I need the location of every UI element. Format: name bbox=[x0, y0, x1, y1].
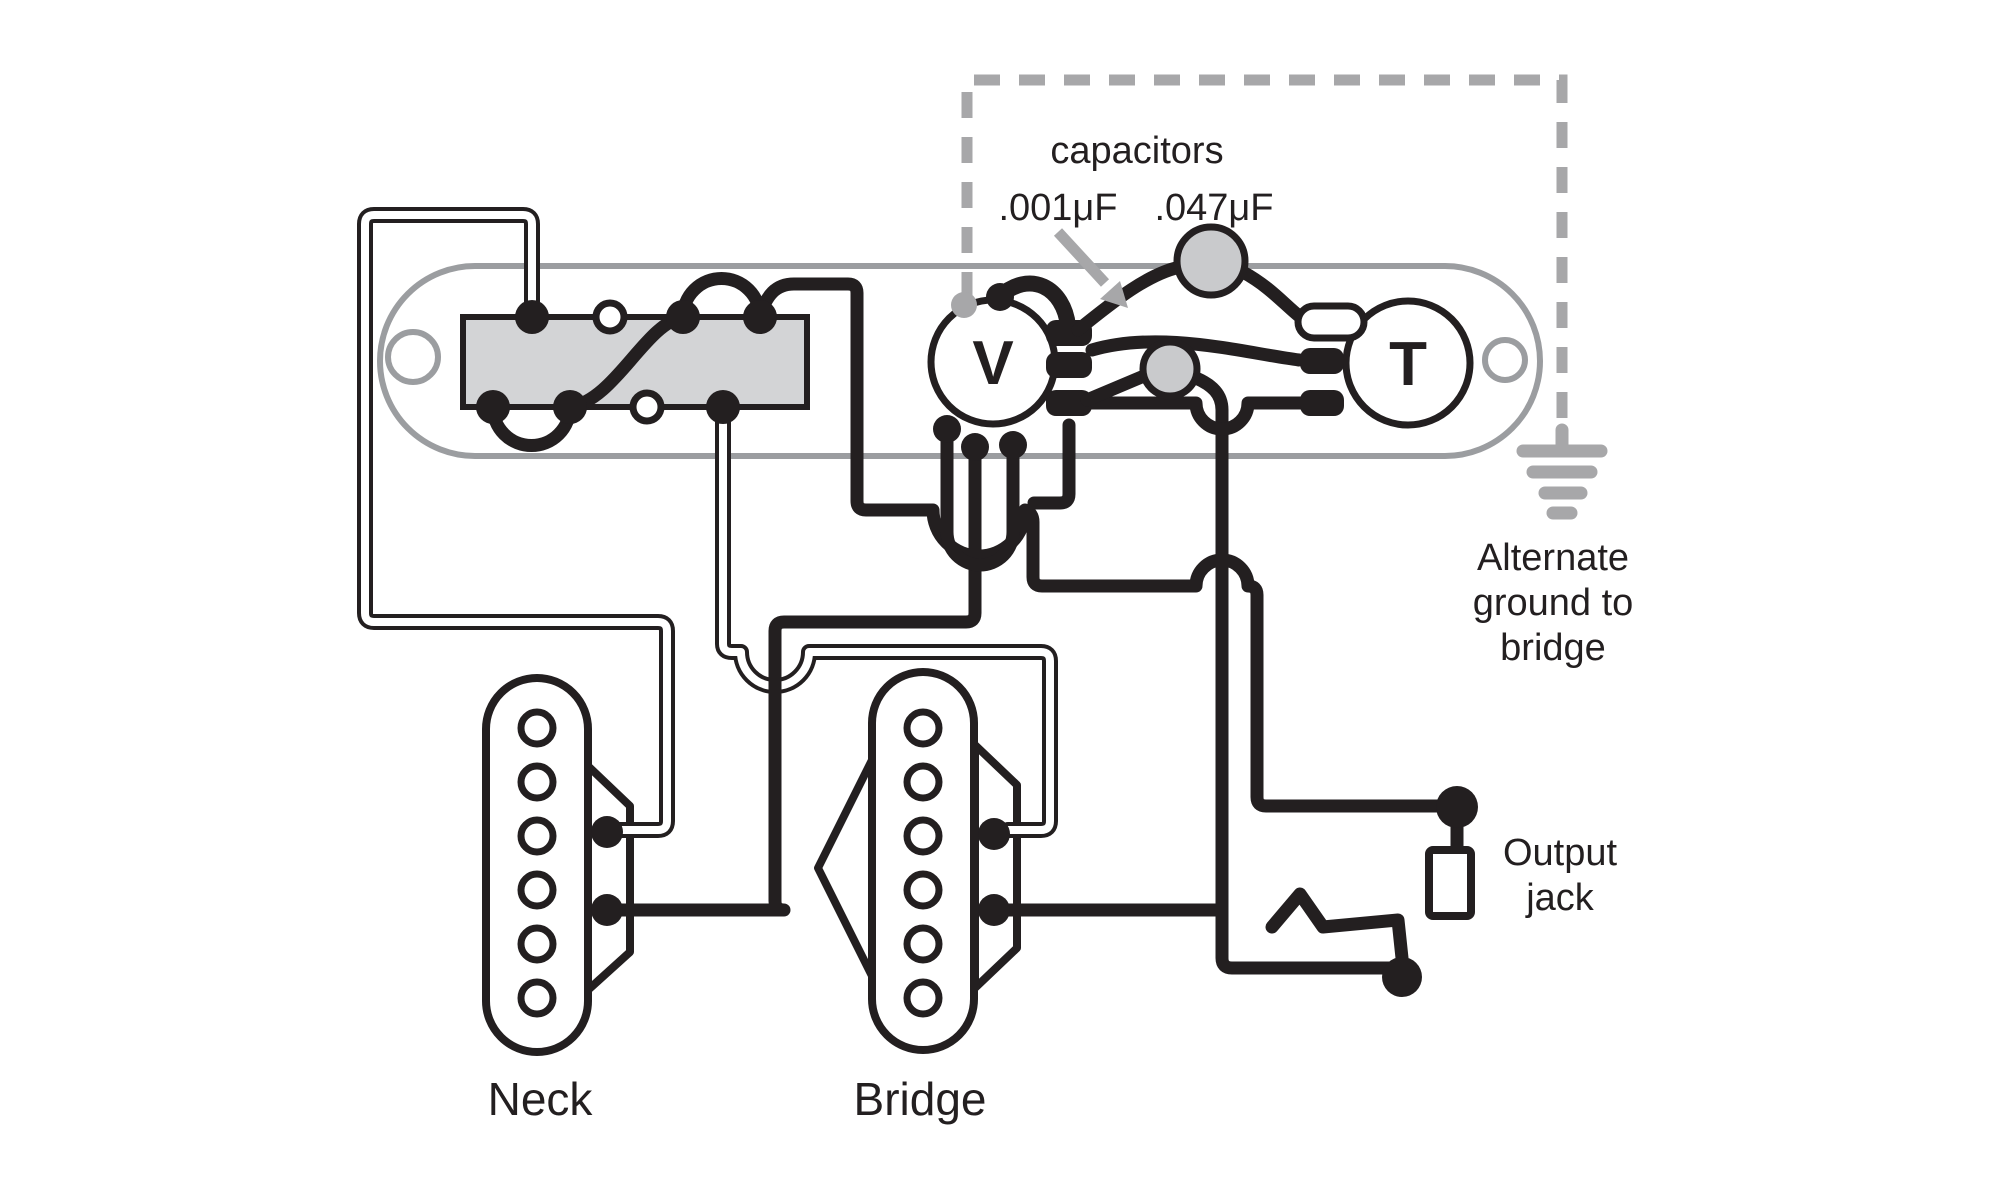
volume-pot-label: V bbox=[972, 329, 1013, 398]
tone-pot: T bbox=[1294, 297, 1474, 429]
control-plate bbox=[377, 263, 1543, 459]
volume-top-terminal bbox=[986, 283, 1014, 311]
control-plate-outline bbox=[377, 263, 1543, 459]
tone-to-jack-sleeve-wire bbox=[1189, 371, 1399, 975]
alt-ground-caption-line2: ground to bbox=[1473, 582, 1634, 624]
bridge-pickup-body bbox=[868, 668, 978, 1054]
tone-top-lug bbox=[1294, 302, 1368, 342]
ground-wire-volume-to-neck bbox=[613, 440, 982, 917]
capacitors-title: capacitors bbox=[1050, 130, 1223, 172]
volume-output-link-wire bbox=[1027, 418, 1076, 510]
output-jack bbox=[1265, 786, 1478, 997]
bridge-ground-terminal bbox=[978, 894, 1010, 926]
bridge-hot-wire bbox=[715, 399, 1058, 838]
switch-terminals bbox=[476, 299, 777, 425]
cap-047-value: .047μF bbox=[1154, 187, 1273, 229]
ground-symbol-icon bbox=[1516, 444, 1608, 520]
jack-tip-terminal bbox=[1436, 786, 1478, 828]
cap-001-value: .001μF bbox=[998, 187, 1117, 229]
alt-ground-caption-line1: Alternate bbox=[1477, 537, 1629, 579]
volume-bottom-terminal-1 bbox=[933, 415, 961, 443]
capacitors bbox=[1053, 223, 1306, 407]
plate-screw-hole-left bbox=[385, 329, 441, 385]
volume-ground-tab bbox=[951, 292, 977, 318]
neck-terminal-bracket bbox=[584, 762, 634, 994]
bridge-hot-terminal bbox=[978, 818, 1010, 850]
bridge-pickup bbox=[814, 668, 1021, 1054]
bridge-polepieces bbox=[903, 708, 943, 1018]
diagram-labels: capacitors .001μF .047μF Alternate groun… bbox=[488, 130, 1634, 1125]
tone-pot-body bbox=[1342, 297, 1474, 429]
neck-pickup-body bbox=[482, 674, 592, 1056]
pickup-terminals bbox=[591, 816, 1010, 926]
volume-pot: V bbox=[927, 275, 1092, 461]
bridge-pickup-caption: Bridge bbox=[854, 1073, 987, 1125]
dashed-ground-wire bbox=[961, 74, 1568, 424]
circuit-wires bbox=[613, 277, 1452, 975]
switch-body bbox=[460, 314, 810, 410]
plate-screw-hole-right bbox=[1482, 337, 1528, 383]
capacitor-001-icon bbox=[1139, 338, 1201, 400]
jack-barrel bbox=[1425, 846, 1475, 920]
neck-hot-wire bbox=[357, 207, 675, 838]
jack-sleeve-terminal bbox=[1382, 957, 1422, 997]
cap-047-right-lead bbox=[1236, 265, 1306, 323]
volume-casing-loop-wire bbox=[940, 422, 1020, 572]
tone-lug-2 bbox=[1300, 390, 1344, 416]
volume-bottom-terminal-3 bbox=[999, 431, 1027, 459]
tone-lug-1 bbox=[1300, 348, 1344, 374]
pickup-selector-switch bbox=[460, 272, 810, 452]
alt-ground-caption-line3: bridge bbox=[1500, 627, 1606, 669]
cap-001-pointer-arrow-icon bbox=[1053, 228, 1128, 308]
volume-to-tone-middle-wire bbox=[1085, 335, 1306, 367]
volume-to-tone-wire bbox=[1085, 396, 1307, 436]
volume-lug-2 bbox=[1046, 352, 1092, 378]
bridge-terminal-bracket bbox=[971, 741, 1021, 992]
neck-ground-terminal bbox=[591, 894, 623, 926]
neck-pickup-caption: Neck bbox=[488, 1073, 594, 1125]
neck-hot-terminal bbox=[591, 816, 623, 848]
output-jack-caption-line2: jack bbox=[1525, 877, 1595, 919]
neck-pickup bbox=[482, 674, 634, 1056]
output-jack-caption-line1: Output bbox=[1503, 832, 1618, 874]
cap-001-left-lead bbox=[1080, 369, 1151, 407]
cap-047-left-lead bbox=[1071, 260, 1187, 337]
capacitor-047-icon bbox=[1173, 223, 1249, 299]
volume-bottom-terminal-2 bbox=[961, 433, 989, 461]
alternate-ground-route bbox=[961, 74, 1608, 520]
switch-to-volume-and-jack-hot-wire bbox=[753, 277, 1452, 813]
volume-lug-3 bbox=[1046, 390, 1092, 416]
jack-sleeve-spring-contact bbox=[1265, 887, 1409, 965]
tone-pot-label: T bbox=[1389, 330, 1427, 399]
neck-polepieces bbox=[517, 708, 557, 1018]
